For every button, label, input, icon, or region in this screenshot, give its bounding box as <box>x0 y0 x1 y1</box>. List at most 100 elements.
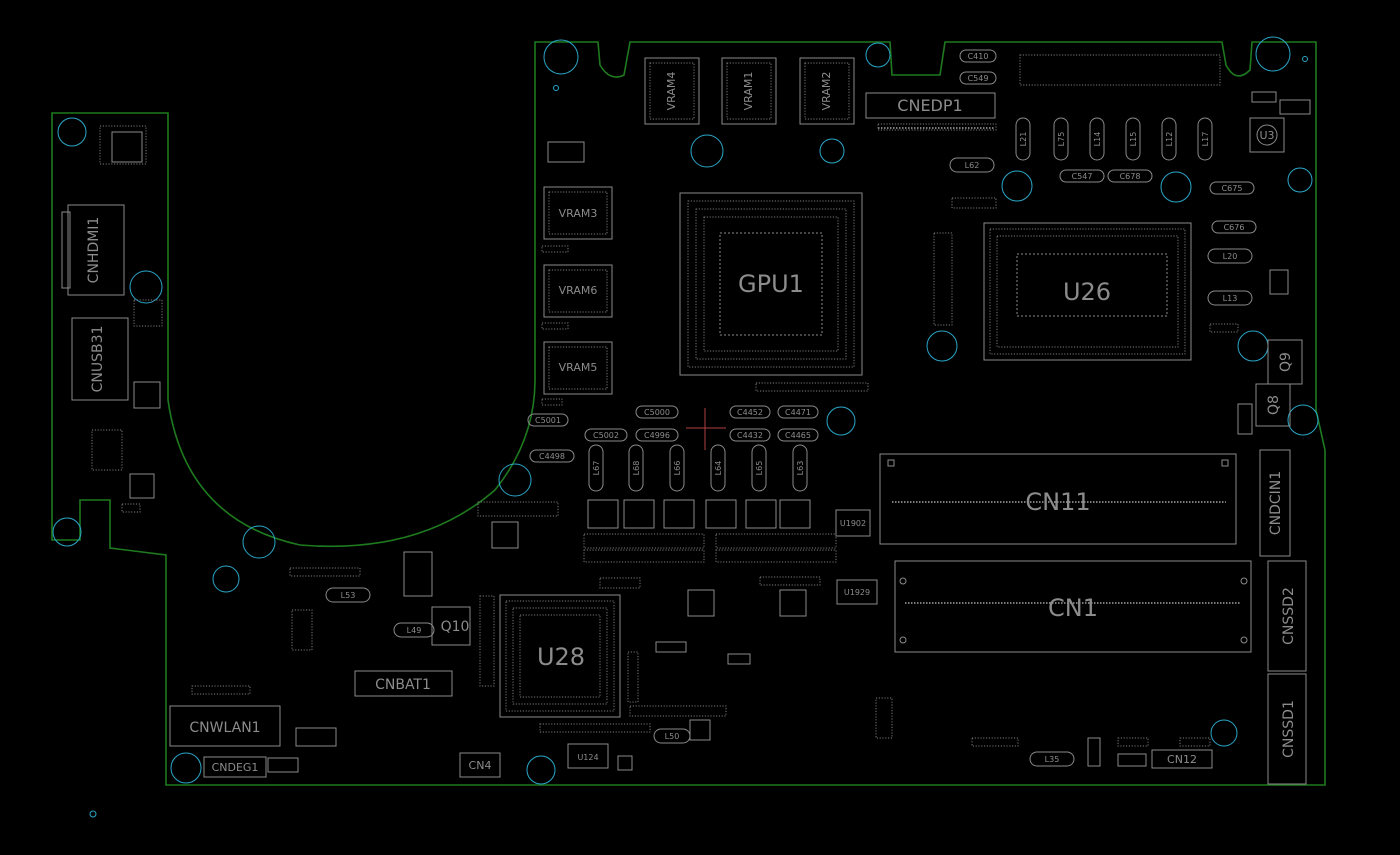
l13[interactable]: L13 <box>1207 290 1253 306</box>
l49[interactable]: L49 <box>393 622 435 638</box>
u1902[interactable]: U1902 <box>835 509 871 537</box>
cndcin1-label: CNDCIN1 <box>1268 471 1284 535</box>
c4432[interactable]: C4432 <box>729 428 771 442</box>
c549[interactable]: C549 <box>959 71 997 85</box>
c5002-label: C5002 <box>593 431 619 440</box>
l14[interactable]: L14 <box>1089 117 1105 161</box>
cnhdmi1-label: CNHDMI1 <box>86 217 102 284</box>
l64-label: L64 <box>714 461 723 476</box>
c5002[interactable]: C5002 <box>584 428 628 442</box>
cnedp1[interactable]: CNEDP1 <box>865 92 996 129</box>
vram6[interactable]: VRAM6 <box>543 264 613 318</box>
l75[interactable]: L75 <box>1053 117 1069 161</box>
cnusb31-label: CNUSB31 <box>90 326 106 393</box>
cndeg1[interactable]: CNDEG1 <box>203 756 267 778</box>
vram5[interactable]: VRAM5 <box>543 341 613 395</box>
u124-label: U124 <box>577 753 598 762</box>
c547[interactable]: C547 <box>1059 169 1105 183</box>
q10-label: Q10 <box>441 619 470 635</box>
q9[interactable]: Q9 <box>1267 339 1303 385</box>
l12-label: L12 <box>1165 132 1174 147</box>
u26[interactable]: U26 <box>983 222 1192 361</box>
c5000[interactable]: C5000 <box>635 405 679 419</box>
vram4-label: VRAM4 <box>665 72 678 111</box>
l35[interactable]: L35 <box>1029 751 1075 767</box>
cnbat1[interactable]: CNBAT1 <box>354 670 453 697</box>
l62[interactable]: L62 <box>949 157 995 173</box>
cn1[interactable]: CN1 <box>894 560 1252 653</box>
l64[interactable]: L64 <box>710 444 726 492</box>
cnwlan1-label: CNWLAN1 <box>189 720 260 736</box>
c676[interactable]: C676 <box>1211 220 1257 234</box>
gpu1[interactable]: GPU1 <box>679 192 863 376</box>
l17[interactable]: L17 <box>1197 117 1213 161</box>
l53[interactable]: L53 <box>325 587 371 603</box>
q8-label: Q8 <box>1266 395 1282 415</box>
cnwlan1[interactable]: CNWLAN1 <box>169 705 281 747</box>
u3-label: U3 <box>1259 129 1274 142</box>
cnbat1-label: CNBAT1 <box>375 677 431 693</box>
l75-label: L75 <box>1057 132 1066 147</box>
c4498[interactable]: C4498 <box>529 449 575 463</box>
u28[interactable]: U28 <box>499 594 621 718</box>
l20-label: L20 <box>1223 252 1238 261</box>
q8[interactable]: Q8 <box>1255 383 1291 427</box>
c678-label: C678 <box>1120 172 1141 181</box>
c4471[interactable]: C4471 <box>777 405 819 419</box>
l68[interactable]: L68 <box>628 444 644 492</box>
cn12[interactable]: CN12 <box>1151 749 1213 769</box>
l21-label: L21 <box>1019 132 1028 147</box>
cnhdmi1[interactable]: CNHDMI1 <box>61 204 125 296</box>
l15[interactable]: L15 <box>1125 117 1141 161</box>
c5000-label: C5000 <box>644 408 670 417</box>
q9-label: Q9 <box>1278 352 1294 372</box>
u124[interactable]: U124 <box>567 743 609 769</box>
l12[interactable]: L12 <box>1161 117 1177 161</box>
vram3[interactable]: VRAM3 <box>543 186 613 240</box>
cndcin1[interactable]: CNDCIN1 <box>1259 449 1291 557</box>
vram1[interactable]: VRAM1 <box>721 57 777 125</box>
l50[interactable]: L50 <box>653 728 691 744</box>
cn11-label: CN11 <box>1025 488 1090 516</box>
q10[interactable]: Q10 <box>431 606 471 646</box>
vram2-label: VRAM2 <box>820 72 833 111</box>
cn1-label: CN1 <box>1048 594 1098 622</box>
c547-label: C547 <box>1072 172 1093 181</box>
cn11[interactable]: CN11 <box>879 453 1237 545</box>
c5001-label: C5001 <box>535 416 561 425</box>
l66[interactable]: L66 <box>669 444 685 492</box>
l49-label: L49 <box>407 626 422 635</box>
u1929[interactable]: U1929 <box>836 579 878 605</box>
vram2[interactable]: VRAM2 <box>799 57 855 125</box>
c675-label: C675 <box>1222 184 1243 193</box>
vram4[interactable]: VRAM4 <box>644 57 700 125</box>
l20[interactable]: L20 <box>1207 248 1253 264</box>
l65[interactable]: L65 <box>751 444 767 492</box>
cnssd1[interactable]: CNSSD1 <box>1267 673 1307 785</box>
u3[interactable]: U3 <box>1249 117 1285 153</box>
passive-clusters <box>91 54 1239 747</box>
board-outline <box>51 41 1326 786</box>
u28-label: U28 <box>537 643 585 671</box>
cn4[interactable]: CN4 <box>459 752 501 778</box>
u1929-label: U1929 <box>844 588 870 597</box>
cn4-label: CN4 <box>469 759 492 772</box>
c410[interactable]: C410 <box>959 49 997 63</box>
mounting-holes <box>52 36 1319 818</box>
gpu1-label: GPU1 <box>738 270 804 298</box>
cnusb31[interactable]: CNUSB31 <box>71 317 129 401</box>
l66-label: L66 <box>673 461 682 476</box>
c675[interactable]: C675 <box>1209 181 1255 195</box>
l21[interactable]: L21 <box>1015 117 1031 161</box>
c4452[interactable]: C4452 <box>729 405 771 419</box>
c4996[interactable]: C4996 <box>635 428 679 442</box>
c4465[interactable]: C4465 <box>777 428 819 442</box>
c4498-label: C4498 <box>539 452 565 461</box>
c678[interactable]: C678 <box>1107 169 1153 183</box>
c5001[interactable]: C5001 <box>527 413 569 427</box>
u1902-label: U1902 <box>840 519 866 528</box>
l67[interactable]: L67 <box>588 444 604 492</box>
l63[interactable]: L63 <box>792 444 808 492</box>
cnssd2[interactable]: CNSSD2 <box>1267 560 1307 672</box>
